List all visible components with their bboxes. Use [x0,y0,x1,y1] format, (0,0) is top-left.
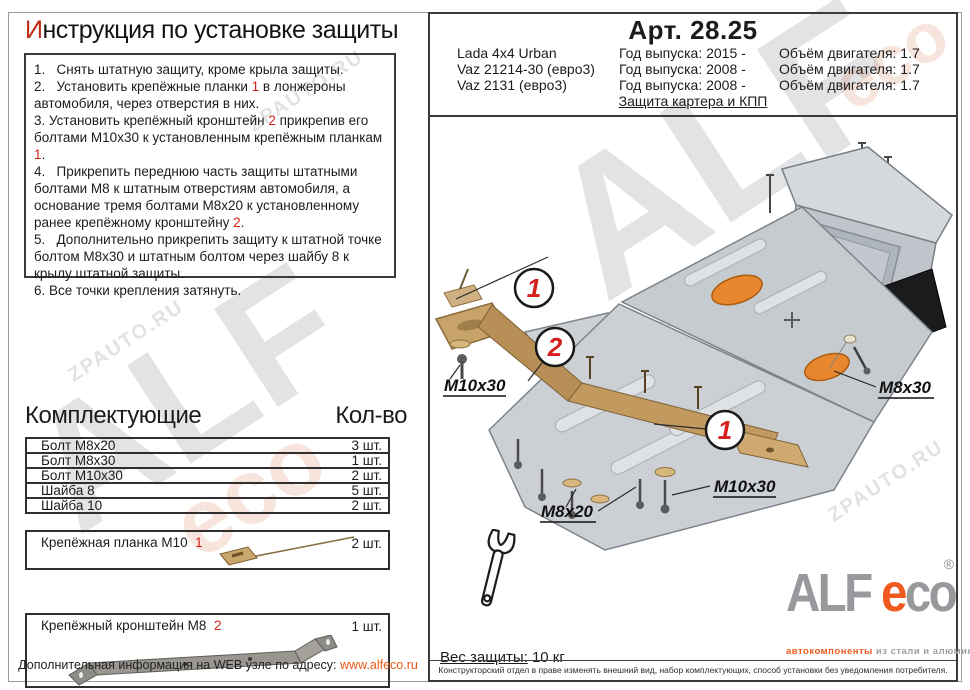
disclaimer-text: Конструкторский отдел в праве изменять в… [438,665,948,675]
article-number: Арт. 28.25 [628,15,758,45]
instruction-item: 2. Установить крепёжные планки 1 в лонже… [34,79,350,111]
fasteners-drawing [449,334,871,519]
logo-tagline: автокомпоненты из стали и алюминия [786,646,970,657]
bolt-label-m8x20: M8x20 [541,502,594,521]
footer-link[interactable]: www.alfeco.ru [340,658,418,672]
callout-number-1b: 1 [718,415,732,445]
parts-header-qty: Кол-во [335,402,407,429]
assembly-drawing: 1 2 1 M10x30 M8x30 M8x20 M10x30 [434,142,953,551]
page-title: Инструкция по установке защиты [25,16,405,45]
instruction-item: 4. Прикрепить переднюю часть защиты штат… [34,164,363,230]
table-row-plank: Крепёжная планка М10 1 2 шт. [25,530,390,570]
bolt-label-m10x30-left: M10x30 [444,376,506,395]
bolt-label-m8x30: M8x30 [879,378,932,397]
plank-thumbnail [219,536,355,566]
product-subtitle: Защита картера и КПП [618,93,768,109]
parts-header: Комплектующие Кол-во [25,402,407,430]
instruction-item: 6. Все точки крепления затянуть. [34,283,242,298]
footer: Дополнительная информация на WEB узле по… [8,658,428,672]
registered-mark: ® [943,556,954,572]
weight-line: Вес защиты: 10 кг [440,649,565,666]
callouts: 1 2 1 M10x30 M8x30 M8x20 M10x30 [443,256,934,523]
title-first-letter: И [25,16,43,44]
callout-number-1: 1 [527,273,541,303]
footer-text: Дополнительная информация на WEB узле по… [18,658,341,672]
title-rest: нструкция по установке защиты [42,16,399,44]
panel-divider [430,660,956,661]
brand-logo: ALF eco ® автокомпоненты из стали и алюм… [786,556,970,658]
callout-number-2: 2 [547,332,563,362]
wrench-icon [480,529,516,607]
instruction-item: 1. Снять штатную защиту, кроме крыла защ… [34,62,344,77]
table-row-bracket: Крепёжный кронштейн М8 2 1 шт. [25,613,390,688]
logo-wordmark: ALF eco [786,563,958,623]
instruction-item: 5. Дополнительно прикрепить защиту к шта… [34,232,386,281]
parts-header-name: Комплектующие [25,402,202,429]
callout-circle-1 [513,267,555,309]
instruction-item: 3. Установить крепёжный кронштейн 2 прик… [34,113,386,162]
callout-circle-1b [704,409,746,451]
bracket-thumbnail [68,635,338,686]
spec-block: Вес защиты: 10 кг Момент затяжки: М8 - 1… [440,610,660,690]
bolt-label-m10x30-bottom: M10x30 [714,477,776,496]
callout-circle-2 [534,326,576,368]
instructions-list: 1. Снять штатную защиту, кроме крыла защ… [24,53,396,298]
